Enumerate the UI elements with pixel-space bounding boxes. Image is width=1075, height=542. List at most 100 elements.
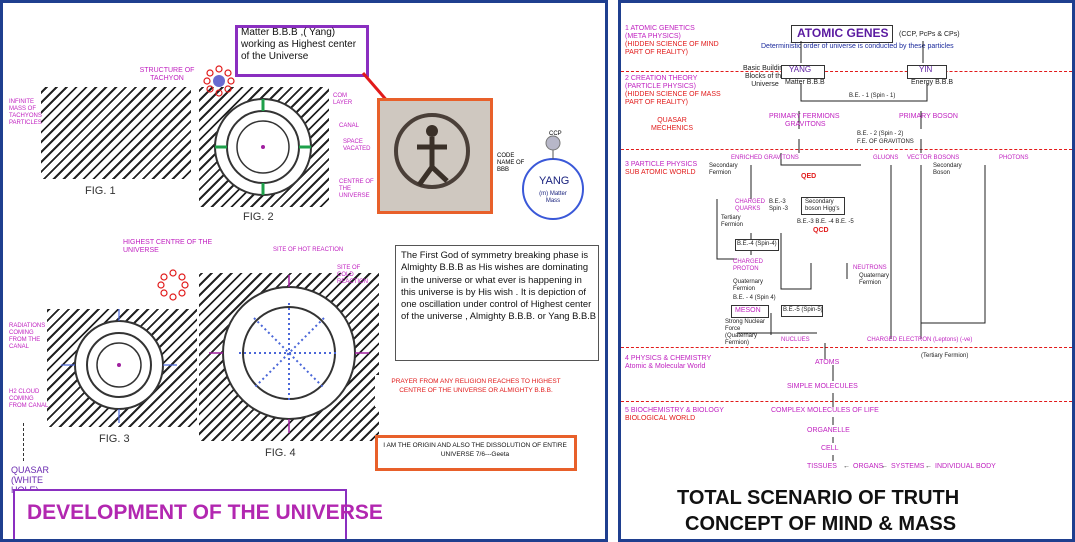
origin-box [375, 435, 577, 471]
basic-blocks: Basic Building Blocks of the Universe [743, 65, 787, 88]
yang-diagram [522, 135, 584, 220]
yang-sub: (m) Matter Mass [539, 191, 567, 204]
higgs-box [801, 197, 845, 215]
quaternary-fermion-left: Quaternary Fermion [733, 279, 764, 292]
be4: B.E.-4 (Spin-4) [737, 241, 777, 247]
tachyon-icon [203, 65, 235, 97]
fig4-diagram [209, 275, 369, 433]
scenario-panel: ATOMIC GENES (CCP, PcPs & CPs) Determini… [618, 0, 1075, 542]
gravitons: GRAVITONS [785, 121, 826, 128]
be5-box [781, 305, 823, 317]
ccp-label: CCP [549, 131, 562, 137]
dancing-figure-icon [394, 113, 470, 189]
highest-centre-icon [157, 269, 189, 301]
vector-bosons: VECTOR BOSONS [907, 155, 960, 161]
scenario-title-1: TOTAL SCENARIO OF TRUTH [677, 487, 960, 509]
primary-fermions: PRIMARY FERMIONS [769, 113, 840, 120]
organs: ORGANS [853, 463, 884, 470]
nuclues: NUCLUES [781, 337, 810, 343]
section-2-sub: (PARTICLE PHYSICS) [625, 83, 696, 90]
individual-body: INDIVIDUAL BODY [935, 463, 996, 470]
site-hot-label: SITE OF HOT REACTION [273, 247, 344, 253]
section-5-sub: BIOLOGICAL WORLD [625, 415, 696, 422]
photons: PHOTONS [999, 155, 1029, 161]
secondary-boson: Secondary Boson [933, 163, 962, 176]
separator-4 [621, 401, 1072, 402]
section-5-title: BIOCHEMISTRY & BIOLOGY [630, 407, 724, 414]
section-2-title: CREATION THEORY [630, 75, 698, 82]
fig3-diagram [61, 309, 177, 423]
energy-bbb: Energy B.B.B [911, 79, 954, 86]
arrow-1: ← [843, 463, 850, 470]
tertiary-fermion2: (Tertiary Fermion) [921, 353, 969, 359]
section-5: 5 BIOCHEMISTRY & BIOLOGY BIOLOGICAL WORL… [625, 407, 729, 423]
be3-note: B.E.-3 B.E. -4 B.E. -5 [797, 219, 854, 225]
h2-cloud-label: H2 CLOUD COMING FROM CANAL [9, 389, 49, 409]
fig1-label: FIG. 1 [85, 185, 116, 197]
fig2-label-canal: CANAL [339, 123, 360, 129]
strong-nuclear: Strong Nuclear Force (Quaternary Fermion… [725, 319, 766, 346]
gluons: GLUONS [873, 155, 899, 161]
section-2-note: (HIDDEN SCIENCE OF MASS PART OF REALITY) [625, 91, 721, 106]
description-text: The First God of symmetry breaking phase… [401, 249, 597, 322]
yang-label: YANG [539, 175, 570, 187]
be4-box [735, 239, 779, 251]
section-4-title: PHYSICS & CHEMISTRY [630, 355, 712, 362]
be3: B.E.-3 Spin -3 [769, 199, 789, 212]
atomic-genes-sub: (CCP, PcPs & CPs) [899, 31, 960, 38]
fig2-diagram [214, 98, 312, 196]
be5: B.E.-5 (Spin-5) [783, 307, 823, 313]
site-cold-label: SITE OF COLD REACTION [337, 265, 369, 285]
infinite-mass-label: INFINITE MASS OF TACHYONS PARTICLES [9, 99, 42, 126]
primary-boson: PRIMARY BOSON [899, 113, 958, 120]
connector-lines [716, 41, 986, 461]
section-1-sub: (META PHYSICS) [625, 33, 681, 40]
development-panel: FIG. 1 FIG. 2 STRUCTURE OF TACHYON INFIN… [0, 0, 608, 542]
section-4: 4 PHYSICS & CHEMISTRY Atomic & Molecular… [625, 355, 729, 371]
section-2: 2 CREATION THEORY (PARTICLE PHYSICS) (HI… [625, 75, 729, 107]
secondary-boson-higgs: Secondary boson Higg's [805, 199, 840, 212]
callout-box [235, 25, 369, 77]
secondary-fermion: Secondary Fermion [709, 163, 738, 176]
section-5-num: 5 [625, 407, 629, 414]
tertiary-fermion: Tertiary Fermion [721, 215, 744, 228]
section-1-note: (HIDDEN SCIENCE OF MIND PART OF REALITY) [625, 41, 719, 56]
section-3: 3 PARTICLE PHYSICS SUB ATOMIC WORLD [625, 161, 729, 177]
origin-text: I AM THE ORIGIN AND ALSO THE DISSOLUTION… [383, 442, 567, 458]
enriched-gravitons: ENRICHED GRAVITONS [731, 155, 799, 161]
quasar-arrow [23, 423, 25, 461]
quaternary-fermion: Quaternary Fermion [859, 273, 890, 286]
yang-node: YANG [789, 65, 812, 74]
yang-box [781, 65, 825, 79]
separator-1 [621, 71, 1072, 72]
fe-gravitons: F.E. OF GRAVITONS [857, 139, 914, 145]
meson: MESON [735, 307, 761, 314]
fig3-label: FIG. 3 [99, 433, 130, 445]
simple-molecules: SIMPLE MOLECULES [787, 383, 858, 390]
separator-3 [621, 347, 1072, 348]
section-3-sub: SUB ATOMIC WORLD [625, 169, 696, 176]
arrow-3: ← [925, 463, 932, 470]
yin-node: YIN [919, 65, 933, 74]
fig2-label: FIG. 2 [243, 211, 274, 223]
be2: B.E. - 2 (Spin - 2) [857, 131, 904, 137]
deterministic-text: Deterministic order of universe is condu… [761, 43, 954, 50]
section-3-title: PARTICLE PHYSICS [630, 161, 698, 168]
complex-molecules: COMPLEX MOLECULES OF LIFE [771, 407, 879, 414]
fig2-label-centre: CENTRE OF THE UNIVERSE [339, 179, 374, 199]
neutrons: NEUTRONS [853, 265, 887, 271]
qed-label: QED [801, 173, 817, 180]
radiations-label: RADIATIONS COMING FROM THE CANAL [9, 323, 46, 350]
tissues: TISSUES [807, 463, 837, 470]
be1: B.E. - 1 (Spin - 1) [849, 93, 896, 99]
atoms: ATOMS [815, 359, 840, 366]
section-3-num: 3 [625, 161, 629, 168]
atomic-genes-title: ATOMIC GENES [797, 26, 889, 40]
systems: SYSTEMS [891, 463, 925, 470]
page-title: DEVELOPMENT OF THE UNIVERSE [27, 501, 383, 524]
highest-centre-label: HIGHEST CENTRE OF THE UNIVERSE [123, 239, 213, 254]
section-2-num: 2 [625, 75, 629, 82]
fig2-label-com-layer: COM LAYER [333, 93, 353, 106]
scenario-title-2: CONCEPT OF MIND & MASS [685, 513, 957, 535]
separator-2 [621, 149, 1072, 150]
